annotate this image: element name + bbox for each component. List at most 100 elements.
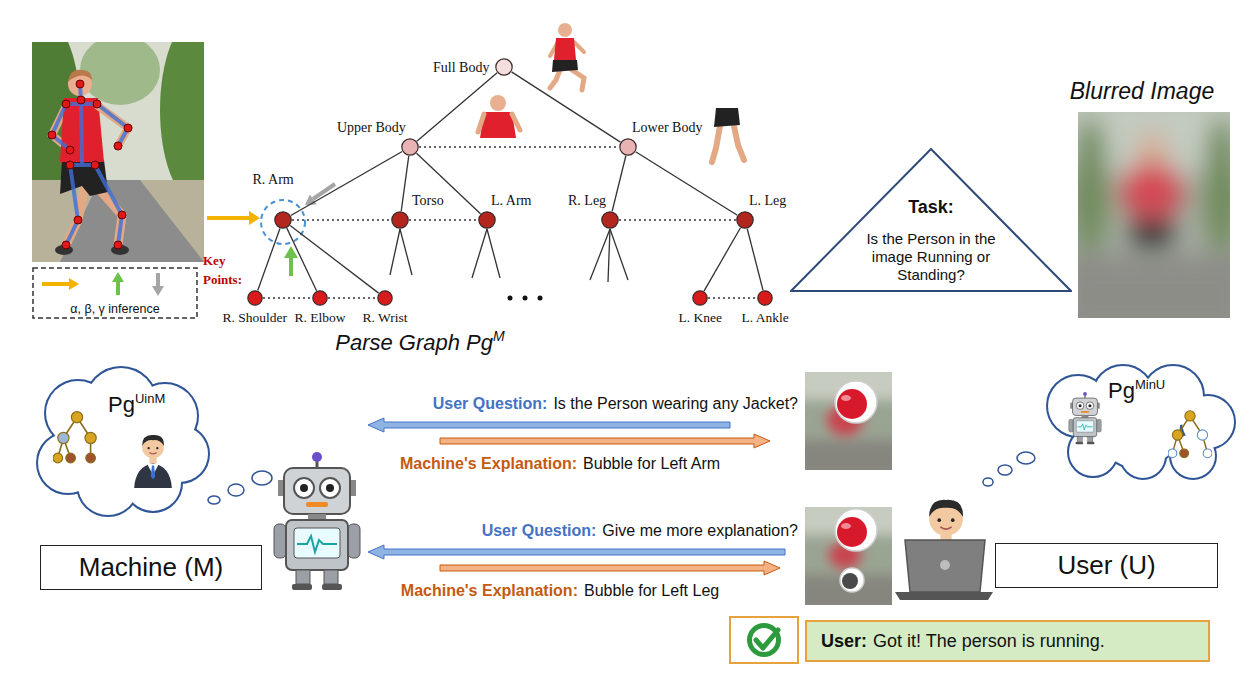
node-circle <box>736 211 754 229</box>
tree2-icon <box>1168 411 1212 458</box>
inference-arrows <box>289 256 293 276</box>
node-circle <box>401 138 419 156</box>
upper-body-crop <box>478 95 520 138</box>
node-circle <box>601 211 619 229</box>
thought-bubbles <box>208 496 220 504</box>
dialog-text: Is the Person wearing any Jacket? <box>553 395 798 412</box>
runner-photo <box>66 165 78 245</box>
cloud-fill <box>1048 366 1234 478</box>
runner-photo <box>97 104 128 146</box>
dialog-arrows <box>440 561 780 575</box>
legend-box <box>69 278 79 290</box>
part-label: R. Wrist <box>363 311 408 326</box>
blurred-image <box>1132 218 1172 248</box>
runner-crop <box>558 23 572 37</box>
cloud-outline <box>1048 366 1234 478</box>
runner-photo <box>160 42 204 200</box>
explanation-image <box>840 568 864 592</box>
part-label: R. Leg <box>568 193 606 208</box>
user-icon <box>940 560 950 570</box>
speaker-label: User: <box>821 631 867 652</box>
node-circle <box>248 291 262 305</box>
label-row: Parse Graph PgM <box>335 330 504 356</box>
explanation-image <box>805 440 892 470</box>
blurred-image <box>1204 115 1230 255</box>
node-circle <box>495 58 513 76</box>
relation-link <box>419 146 619 148</box>
robot-icon <box>274 452 360 590</box>
runner-crop <box>550 70 560 88</box>
inference-arrows <box>261 200 305 244</box>
node-circle <box>402 139 418 155</box>
runner-photo <box>32 42 204 262</box>
explanation-image <box>805 372 892 470</box>
tree-link <box>417 73 497 141</box>
lower-body-crop <box>712 108 744 162</box>
triangle-outline <box>791 149 1071 291</box>
task-question: Is the Person in the image Running or St… <box>856 230 1006 284</box>
blurred-image <box>1078 255 1230 318</box>
explanation-tag: Machine's Explanation: <box>401 582 578 599</box>
dialog-arrows <box>368 418 730 432</box>
upper-body-crop <box>478 114 484 132</box>
node-circle <box>378 291 392 305</box>
cloud-outline <box>33 368 211 516</box>
key-points-label: Key Points: <box>203 253 242 287</box>
node-circle <box>620 139 636 155</box>
runner-photo <box>124 124 132 132</box>
relation-link <box>409 219 478 221</box>
runner-crop <box>552 60 578 72</box>
explanation-image <box>835 509 877 551</box>
parse-node: Torso <box>391 211 409 229</box>
part-label: L. Ankle <box>742 311 789 326</box>
legend-box <box>152 286 164 296</box>
parse-node: R. Arm <box>274 211 292 229</box>
runner-photo <box>93 100 101 108</box>
runner-photo <box>114 241 122 249</box>
check-icon <box>730 617 798 663</box>
part-label: Full Body <box>433 60 489 75</box>
part-label: R. Elbow <box>295 311 346 326</box>
dialog-arrows <box>440 434 770 448</box>
relation-link <box>619 219 736 221</box>
runner-photo <box>62 100 70 108</box>
man-icon <box>134 435 172 488</box>
relation-link <box>263 297 312 299</box>
node-circle <box>757 290 773 306</box>
lower-body-crop <box>714 108 740 127</box>
part-label: L. Arm <box>491 193 531 208</box>
dialog-text: Bubble for Left Arm <box>583 455 720 472</box>
label-row: Machine's Explanation:Bubble for Left Le… <box>401 581 719 600</box>
explanation-image <box>805 507 892 605</box>
thought-bubbles <box>228 484 244 496</box>
parse-branch <box>390 229 628 282</box>
tree-link <box>258 228 280 290</box>
ellipsis-dots <box>523 296 528 301</box>
node-circle <box>247 290 263 306</box>
check-icon <box>747 623 781 657</box>
runner-photo <box>118 211 126 219</box>
ellipsis-dots <box>508 296 543 301</box>
runner-photo <box>91 161 99 169</box>
graph-symbol: Pg <box>1108 378 1135 403</box>
tree-link <box>612 156 626 212</box>
parse-node: Upper Body <box>401 138 419 156</box>
tree-link <box>636 152 738 215</box>
node-circle <box>602 212 618 228</box>
blurred-image <box>1078 115 1108 255</box>
runner-crop <box>572 70 584 90</box>
lower-body-crop <box>734 126 744 160</box>
runner-photo <box>95 165 122 245</box>
runner-photo <box>32 180 204 262</box>
runner-photo <box>66 146 74 154</box>
upper-body-crop <box>512 114 520 130</box>
ellipsis-dots <box>538 296 543 301</box>
dialog-arrows <box>368 418 785 575</box>
part-label: R. Arm <box>253 172 294 187</box>
runner-photo <box>48 80 132 249</box>
node-circle <box>313 291 327 305</box>
runner-photo <box>52 84 128 245</box>
agent-box: Machine (M) <box>40 545 262 590</box>
node-circle <box>274 211 292 229</box>
parse-branch <box>610 229 628 280</box>
